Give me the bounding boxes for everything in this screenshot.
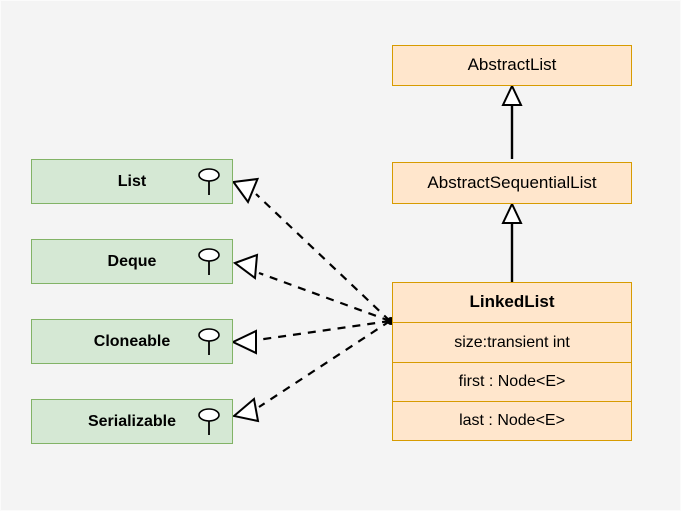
class-title-abstractlist: AbstractList [467, 55, 557, 75]
interface-node-cloneable[interactable]: Cloneable [31, 319, 233, 364]
interface-lollipop-icon [198, 167, 220, 195]
class-attribute-last: last : Node<E> [393, 400, 631, 440]
interface-lollipop-icon [198, 407, 220, 435]
interface-node-deque[interactable]: Deque [31, 239, 233, 284]
class-node-linkedlist[interactable]: LinkedList size:transient int first : No… [392, 282, 632, 441]
edge-realization-linkedlist-to-list [231, 177, 391, 322]
edge-generalization-abstractsequentiallist-to-abstractlist [501, 83, 523, 159]
class-node-abstractlist[interactable]: AbstractList [392, 45, 632, 86]
edge-realization-linkedlist-to-serializable [231, 320, 391, 423]
interface-label-serializable: Serializable [87, 412, 177, 430]
interface-node-serializable[interactable]: Serializable [31, 399, 233, 444]
class-title-abstractsequentiallist: AbstractSequentialList [427, 172, 597, 192]
edge-realization-linkedlist-to-cloneable [230, 319, 391, 355]
class-node-abstractsequentiallist[interactable]: AbstractSequentialList [392, 162, 632, 204]
interface-label-list: List [117, 172, 147, 190]
class-attribute-size: size:transient int [393, 322, 631, 361]
interface-node-list[interactable]: List [31, 159, 233, 204]
interface-lollipop-icon [198, 247, 220, 275]
class-attribute-first: first : Node<E> [393, 361, 631, 401]
edge-realization-linkedlist-to-deque [232, 253, 391, 323]
interface-label-deque: Deque [107, 252, 157, 270]
edge-generalization-linkedlist-to-abstractsequentiallist [501, 201, 523, 282]
interface-label-cloneable: Cloneable [93, 332, 171, 350]
class-title-linkedlist: LinkedList [469, 292, 555, 312]
interface-lollipop-icon [198, 327, 220, 355]
